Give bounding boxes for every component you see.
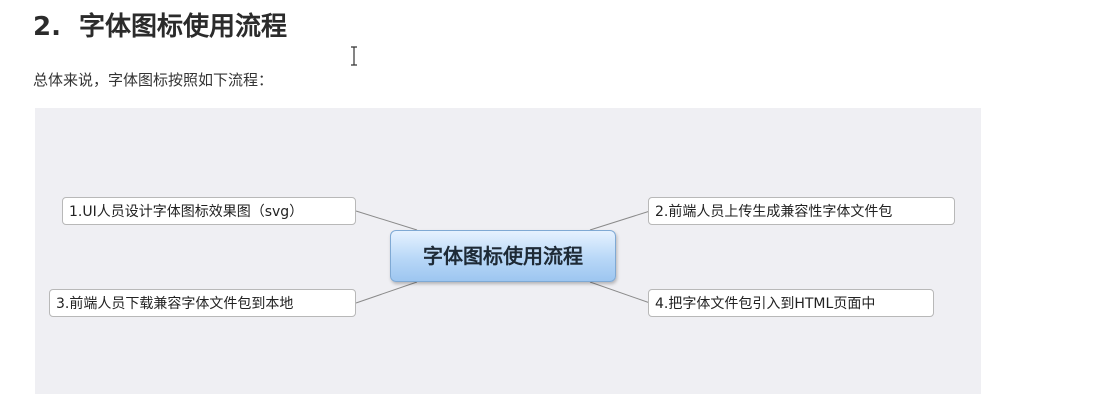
intro-paragraph: 总体来说，字体图标按照如下流程：: [33, 71, 274, 89]
mindmap-figure: 1.UI人员设计字体图标效果图（svg） 2.前端人员上传生成兼容性字体文件包 …: [35, 108, 981, 394]
mindmap-connectors: [355, 210, 651, 304]
text-cursor-icon: [351, 46, 357, 66]
mindmap-center-node: 字体图标使用流程: [390, 230, 616, 282]
connector-1: [355, 210, 418, 231]
connector-2: [589, 210, 651, 231]
connector-3: [355, 281, 418, 304]
mindmap-node-4: 4.把字体文件包引入到HTML页面中: [648, 289, 934, 317]
mindmap-node-1: 1.UI人员设计字体图标效果图（svg）: [62, 197, 356, 225]
section-heading: 2. 字体图标使用流程: [33, 8, 287, 46]
section-title: 字体图标使用流程: [78, 12, 287, 42]
mindmap-node-3: 3.前端人员下载兼容字体文件包到本地: [49, 289, 356, 317]
section-number: 2.: [33, 12, 61, 42]
connector-4: [589, 281, 651, 304]
mindmap-node-2: 2.前端人员上传生成兼容性字体文件包: [648, 197, 955, 225]
